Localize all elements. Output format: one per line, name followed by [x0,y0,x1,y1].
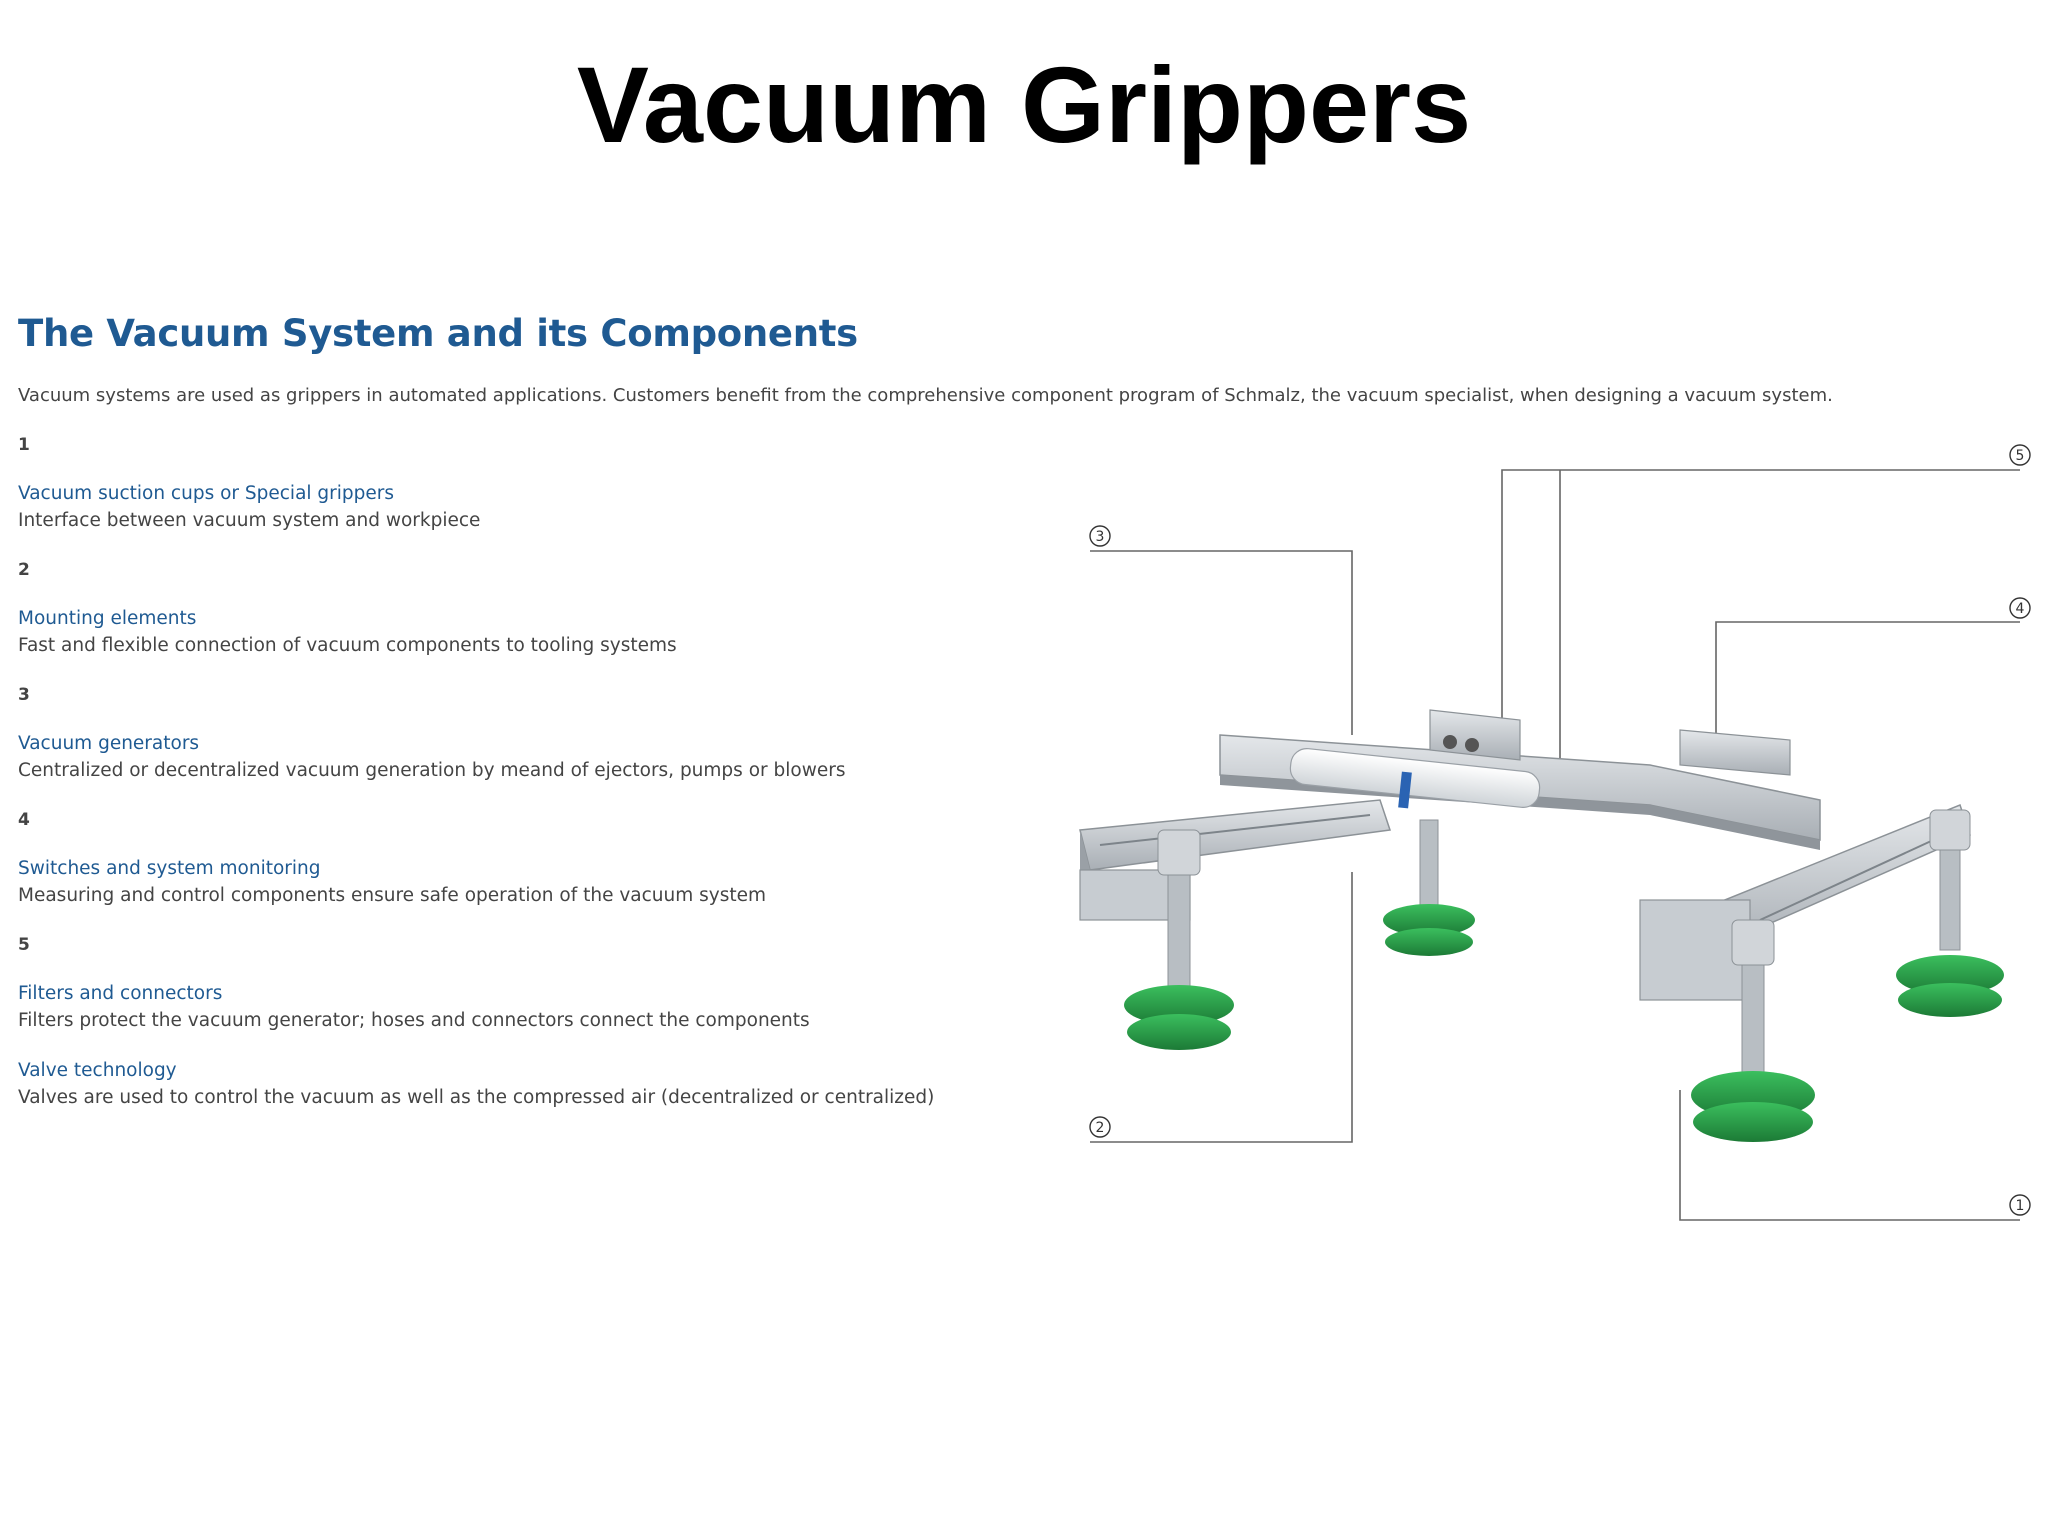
component-4: Switches and system monitoring Measuring… [18,858,766,906]
component-description: Fast and flexible connection of vacuum c… [18,635,677,656]
component-2: Mounting elements Fast and flexible conn… [18,608,677,656]
component-1: Vacuum suction cups or Special grippers … [18,483,480,531]
suction-cup-right [1896,809,2004,1017]
component-5: Filters and connectors Filters protect t… [18,983,810,1031]
component-number: 5 [18,935,30,955]
valve-block [1429,709,1521,761]
component-number: 2 [18,560,30,580]
component-title: Valve technology [18,1060,177,1081]
svg-text:4: 4 [2016,601,2025,617]
component-3: Vacuum generators Centralized or decentr… [18,733,845,781]
callout-2: 2 [1089,1116,1111,1138]
component-title: Switches and system monitoring [18,858,321,879]
component-3-number: 3 [18,685,30,705]
component-title: Filters and connectors [18,983,223,1004]
svg-text:3: 3 [1096,529,1105,545]
component-valve: Valve technology Valves are used to cont… [18,1060,934,1108]
callout-4: 4 [2009,597,2031,619]
component-number: 3 [18,685,30,705]
vacuum-generator [1289,748,1541,809]
component-description: Measuring and control components ensure … [18,885,767,906]
component-number: 4 [18,810,30,830]
vacuum-gripper-diagram: 5 3 4 2 1 [1079,444,2031,1221]
component-description: Valves are used to control the vacuum as… [18,1087,935,1108]
component-description: Filters protect the vacuum generator; ho… [18,1010,810,1031]
suction-cup-left [1124,829,1234,1050]
component-description: Centralized or decentralized vacuum gene… [18,760,846,781]
component-4-number: 4 [18,810,30,830]
svg-text:1: 1 [2016,1198,2025,1214]
component-title: Vacuum generators [18,733,200,754]
component-description: Interface between vacuum system and work… [18,510,481,531]
suction-cup-front [1691,919,1815,1142]
svg-text:5: 5 [2016,448,2025,464]
left-arm [1079,799,1391,921]
suction-cup-middle [1383,819,1475,956]
callout-1: 1 [2009,1194,2031,1216]
component-1-number: 1 [18,435,30,455]
leader-lines [1090,469,2020,1221]
intro-paragraph: Vacuum systems are used as grippers in a… [18,385,1833,406]
component-2-number: 2 [18,560,30,580]
slide-title: Vacuum Grippers [576,44,1472,165]
component-5-number: 5 [18,935,30,955]
component-title: Vacuum suction cups or Special grippers [18,483,395,504]
component-number: 1 [18,435,30,455]
callout-3: 3 [1089,525,1111,547]
component-title: Mounting elements [18,608,197,629]
section-heading: The Vacuum System and its Components [18,312,858,355]
svg-text:2: 2 [1096,1120,1105,1136]
callout-5: 5 [2009,444,2031,466]
switch-block [1679,729,1791,776]
